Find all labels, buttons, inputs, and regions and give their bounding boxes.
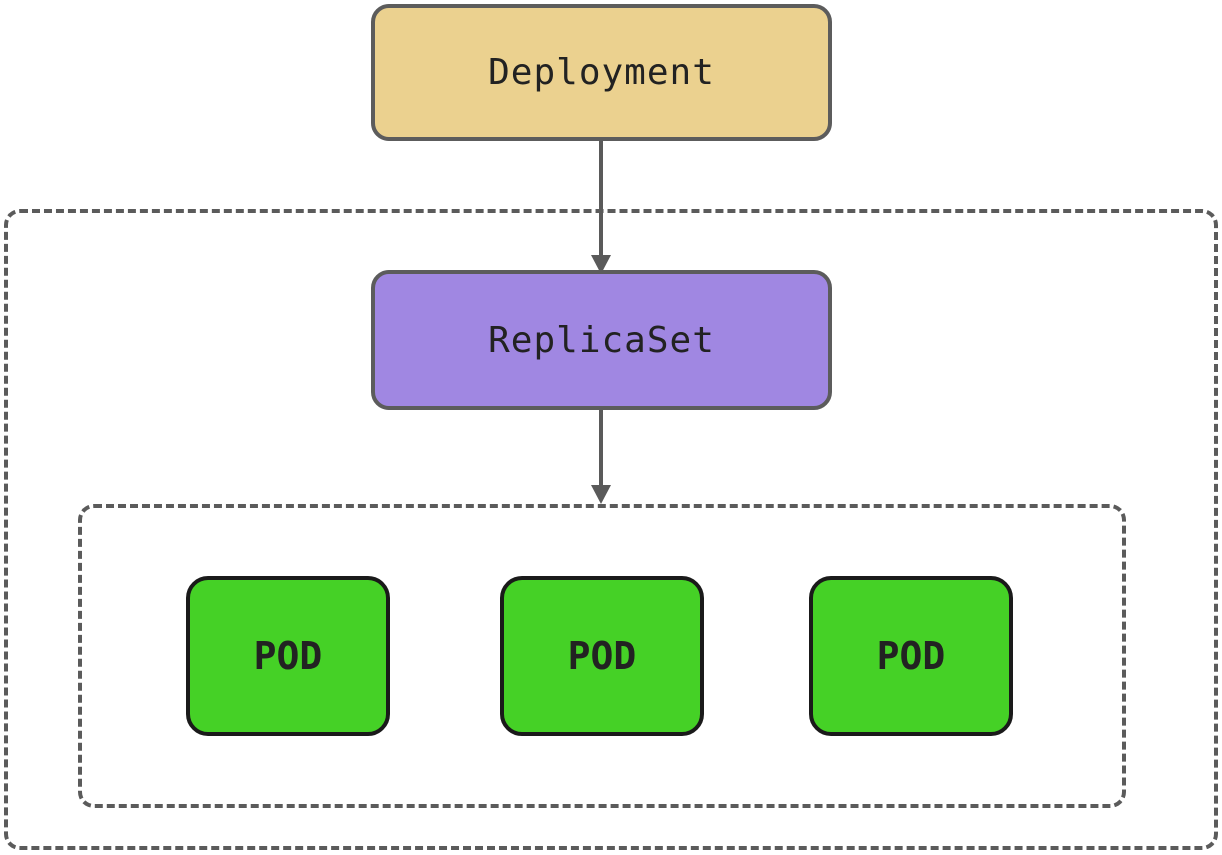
pod-group: [78, 504, 1126, 808]
pod-label: POD: [253, 634, 323, 678]
pod-node: POD: [809, 576, 1013, 736]
pod-label: POD: [567, 634, 637, 678]
deployment-label: Deployment: [488, 52, 715, 93]
deployment-node: Deployment: [371, 4, 832, 141]
replicaset-node: ReplicaSet: [371, 270, 832, 410]
pod-label: POD: [876, 634, 946, 678]
pod-node: POD: [186, 576, 390, 736]
replicaset-scope-group: [4, 209, 1218, 850]
replicaset-label: ReplicaSet: [488, 319, 715, 361]
pod-node: POD: [500, 576, 704, 736]
